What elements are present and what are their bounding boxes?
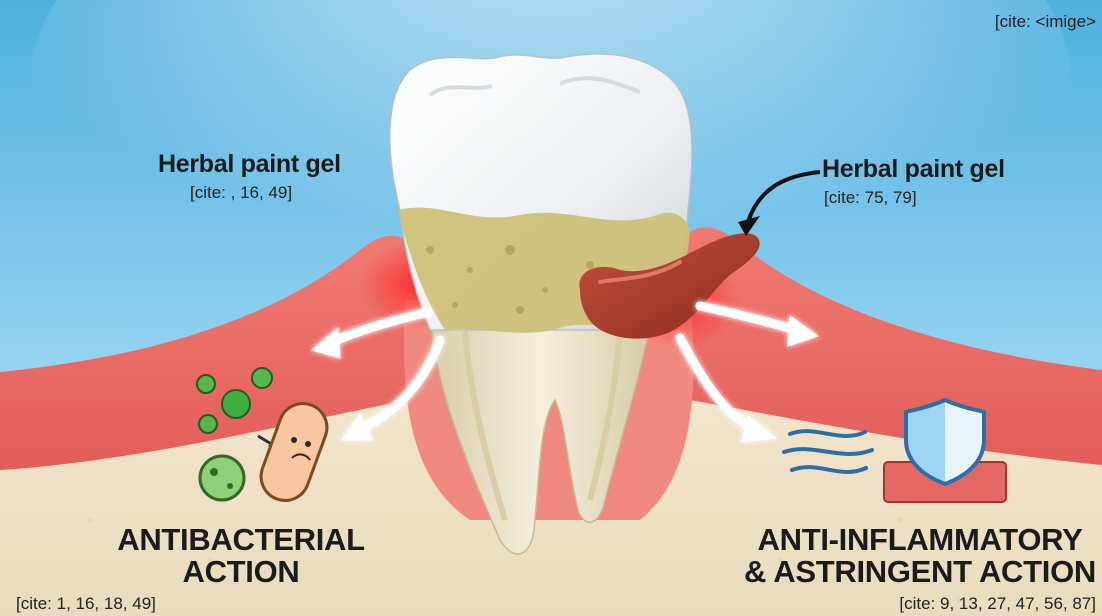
anti-inflammatory-line1: ANTI-INFLAMMATORY (740, 524, 1100, 556)
antibacterial-line1: ANTIBACTERIAL (98, 524, 384, 556)
antibacterial-title: ANTIBACTERIAL ACTION (98, 524, 384, 588)
anti-inflammatory-cite: [cite: 9, 13, 27, 47, 56, 87] (899, 594, 1096, 614)
antibacterial-line2: ACTION (98, 556, 384, 588)
left-gel-cite: [cite: , 16, 49] (190, 183, 292, 203)
anti-inflammatory-line2: & ASTRINGENT ACTION (740, 556, 1100, 588)
antibacterial-cite: [cite: 1, 16, 18, 49] (16, 594, 156, 614)
left-gel-title: Herbal paint gel (158, 150, 341, 179)
anti-inflammatory-title: ANTI-INFLAMMATORY & ASTRINGENT ACTION (740, 524, 1100, 588)
right-gel-cite: [cite: 75, 79] (824, 188, 917, 208)
top-cite: [cite: <imige> (995, 12, 1096, 32)
right-gel-title: Herbal paint gel (822, 155, 1005, 184)
